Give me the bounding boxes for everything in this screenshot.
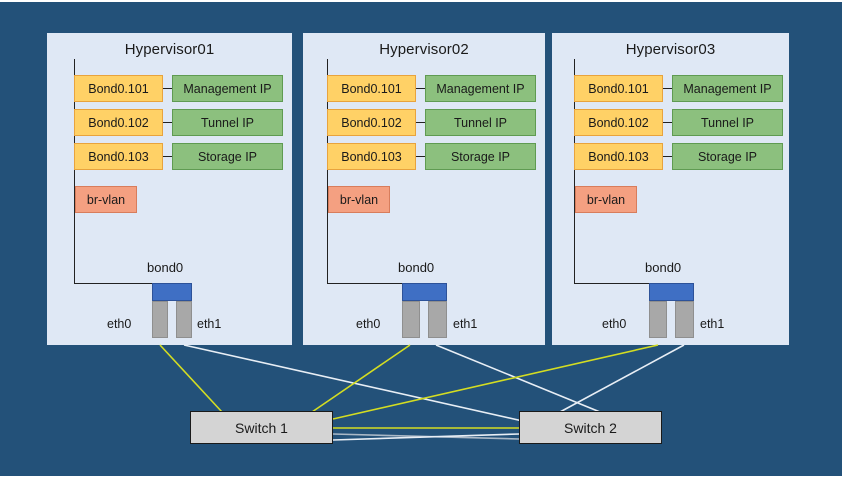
trunk-down-1: [74, 204, 75, 284]
connector-1-3: [163, 156, 172, 157]
vlan-box-1-3[interactable]: Bond0.103: [74, 143, 163, 170]
vlan-box-1-1[interactable]: Bond0.101: [74, 75, 163, 102]
brvlan-box-1[interactable]: br-vlan: [75, 186, 137, 213]
hypervisor-title-3: Hypervisor03: [625, 41, 716, 58]
connector-2-2: [416, 122, 425, 123]
vlan-box-2-2[interactable]: Bond0.102: [327, 109, 416, 136]
ip-box-1-1[interactable]: Management IP: [172, 75, 283, 102]
hypervisor-panel-2[interactable]: Hypervisor02 Bond0.101 Management IP Bon…: [303, 33, 545, 345]
hypervisor-title-2: Hypervisor02: [379, 41, 469, 58]
brvlan-box-2[interactable]: br-vlan: [328, 186, 390, 213]
vlan-box-1-2[interactable]: Bond0.102: [74, 109, 163, 136]
switch-1[interactable]: Switch 1: [190, 411, 333, 444]
bond-label-1: bond0: [147, 260, 184, 275]
connector-3-2: [663, 122, 672, 123]
eth1-port-3[interactable]: [675, 301, 694, 338]
eth1-label-3: eth1: [700, 317, 725, 331]
switch-2[interactable]: Switch 2: [519, 411, 662, 444]
bond-feed-3: [574, 283, 649, 284]
ip-box-2-3[interactable]: Storage IP: [425, 143, 536, 170]
eth1-label-2: eth1: [453, 317, 478, 331]
brvlan-box-3[interactable]: br-vlan: [575, 186, 637, 213]
trunk-down-3: [574, 204, 575, 284]
eth0-label-2: eth0: [356, 317, 381, 331]
eth0-label-1: eth0: [107, 317, 132, 331]
hypervisor-panel-3[interactable]: Hypervisor03 Bond0.101 Management IP Bon…: [552, 33, 789, 345]
connector-1-1: [163, 88, 172, 89]
ip-box-3-1[interactable]: Management IP: [672, 75, 783, 102]
hypervisor-panel-1[interactable]: Hypervisor01 Bond0.101 Management IP Bon…: [47, 33, 292, 345]
ip-box-3-2[interactable]: Tunnel IP: [672, 109, 783, 136]
eth0-port-3[interactable]: [649, 301, 667, 338]
bond-head-1[interactable]: [152, 283, 192, 301]
bond-label-3: bond0: [645, 260, 682, 275]
eth0-port-2[interactable]: [402, 301, 420, 338]
ip-box-1-2[interactable]: Tunnel IP: [172, 109, 283, 136]
connector-3-1: [663, 88, 672, 89]
vlan-box-2-1[interactable]: Bond0.101: [327, 75, 416, 102]
bond-label-2: bond0: [398, 260, 435, 275]
ip-box-1-3[interactable]: Storage IP: [172, 143, 283, 170]
connector-1-2: [163, 122, 172, 123]
eth0-label-3: eth0: [602, 317, 627, 331]
ip-box-2-2[interactable]: Tunnel IP: [425, 109, 536, 136]
eth0-port-1[interactable]: [152, 301, 168, 338]
ip-box-3-3[interactable]: Storage IP: [672, 143, 783, 170]
bond-feed-1: [74, 283, 152, 284]
eth1-port-1[interactable]: [176, 301, 192, 338]
vlan-box-3-2[interactable]: Bond0.102: [574, 109, 663, 136]
vlan-box-3-1[interactable]: Bond0.101: [574, 75, 663, 102]
vlan-box-2-3[interactable]: Bond0.103: [327, 143, 416, 170]
hypervisor-title-1: Hypervisor01: [124, 41, 215, 58]
eth1-port-2[interactable]: [428, 301, 447, 338]
connector-2-3: [416, 156, 425, 157]
bond-feed-2: [327, 283, 402, 284]
trunk-down-2: [327, 204, 328, 284]
ip-box-2-1[interactable]: Management IP: [425, 75, 536, 102]
connector-3-3: [663, 156, 672, 157]
connector-2-1: [416, 88, 425, 89]
bond-head-3[interactable]: [649, 283, 694, 301]
eth1-label-1: eth1: [197, 317, 222, 331]
vlan-box-3-3[interactable]: Bond0.103: [574, 143, 663, 170]
bond-head-2[interactable]: [402, 283, 447, 301]
